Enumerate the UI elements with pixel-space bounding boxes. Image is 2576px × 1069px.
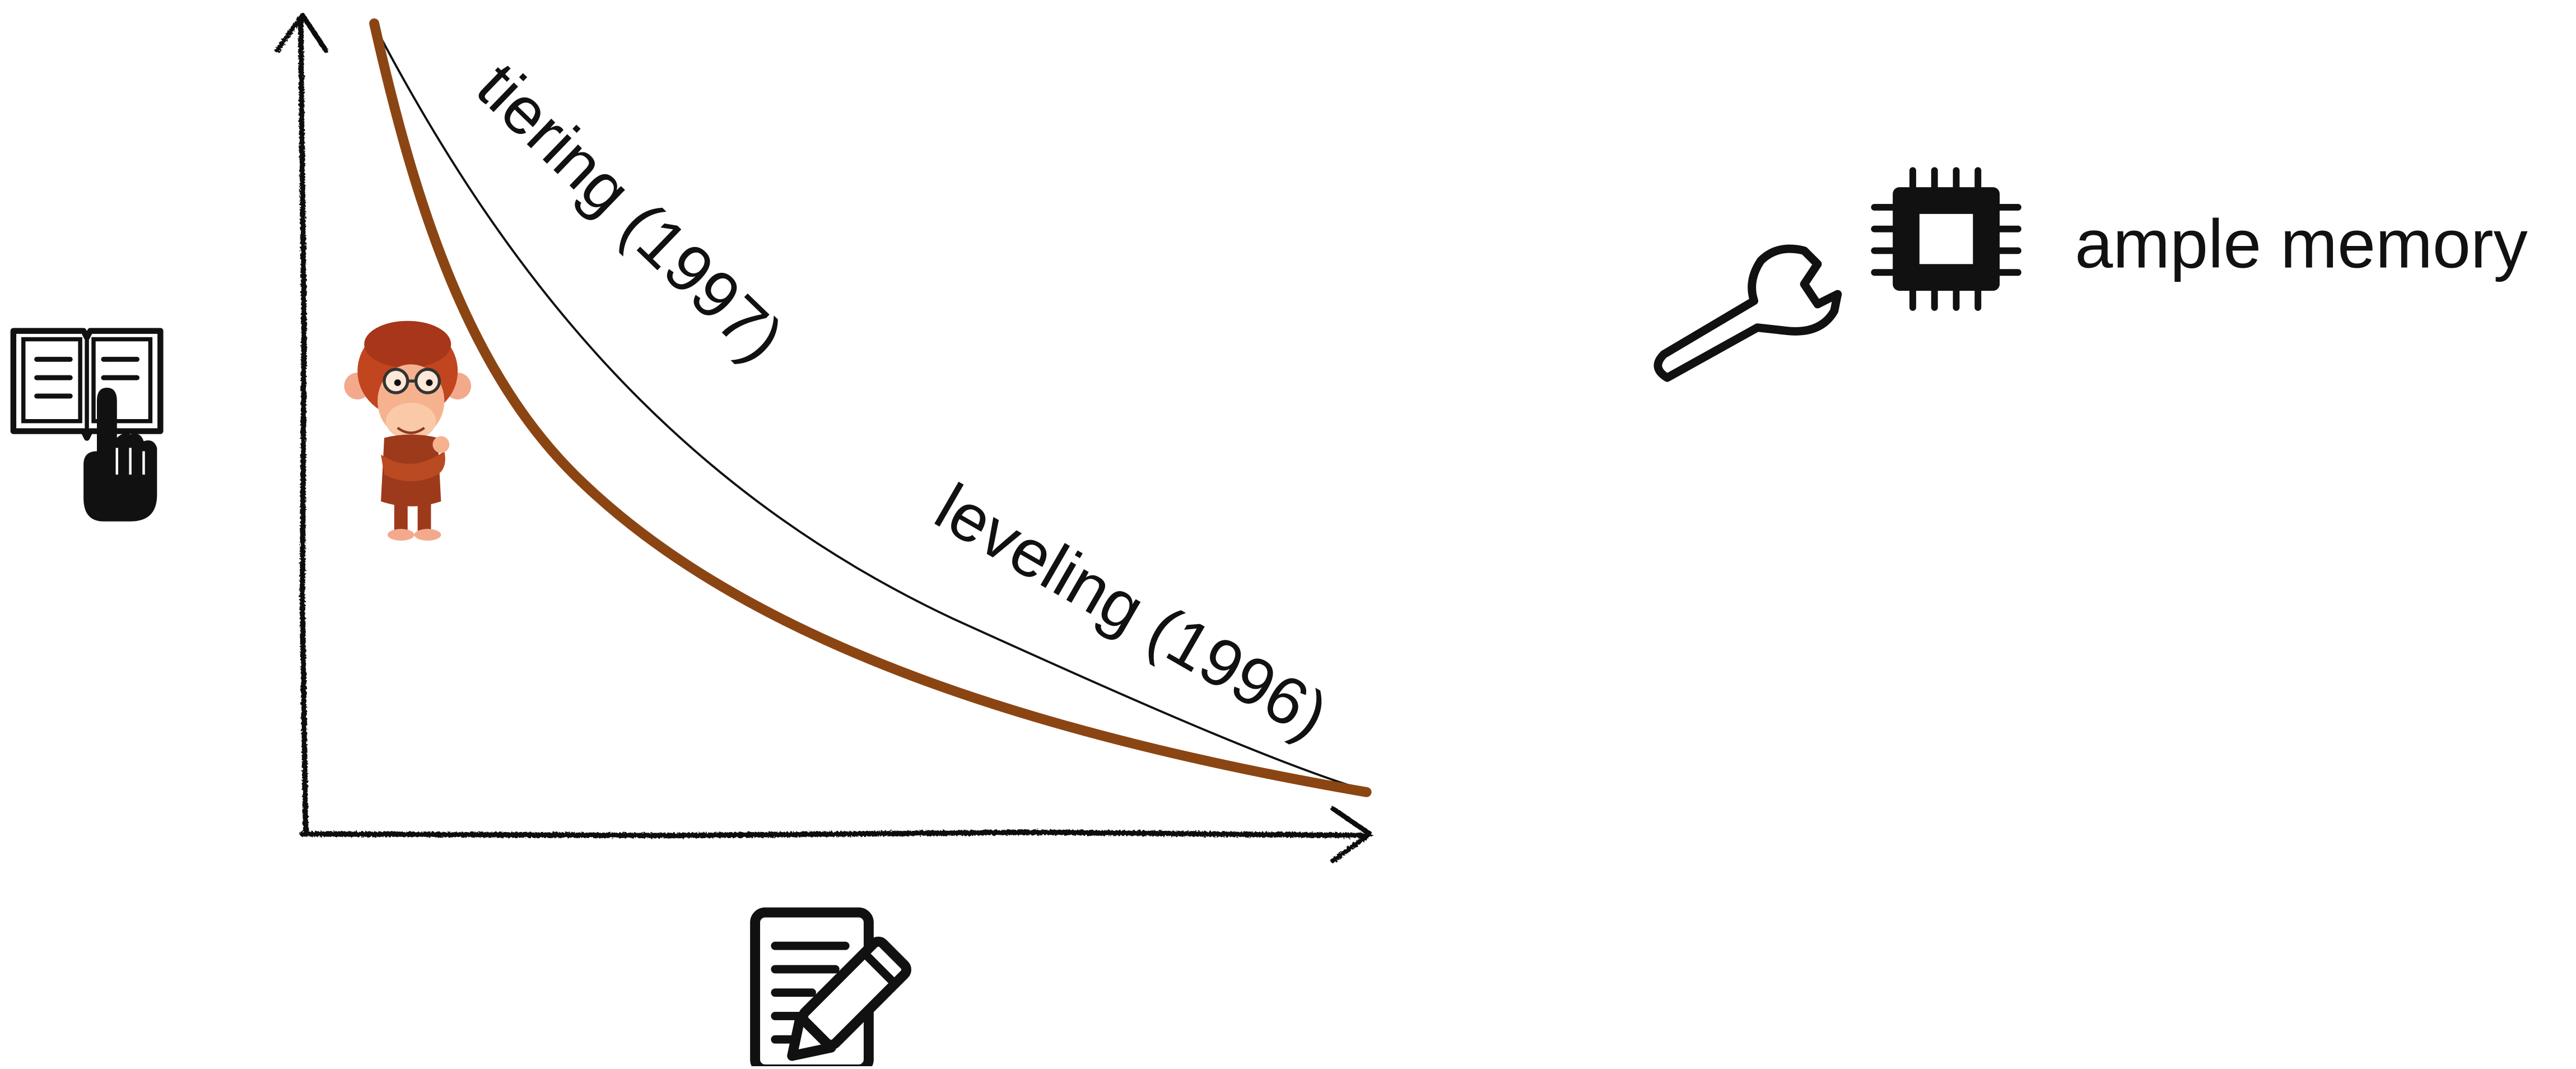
y-axis [301,20,306,832]
upper-curve-label: tiering (1997) [463,49,798,376]
write-document-icon [755,913,909,1066]
monkey-mascot [344,321,471,541]
lower-curve-label: leveling (1996) [923,470,1340,753]
chip-icon [1874,170,2018,308]
read-book-icon [13,331,160,522]
wrench-icon [1647,240,1839,378]
x-axis [302,832,1367,835]
memory-label: ample memory [2075,205,2528,282]
